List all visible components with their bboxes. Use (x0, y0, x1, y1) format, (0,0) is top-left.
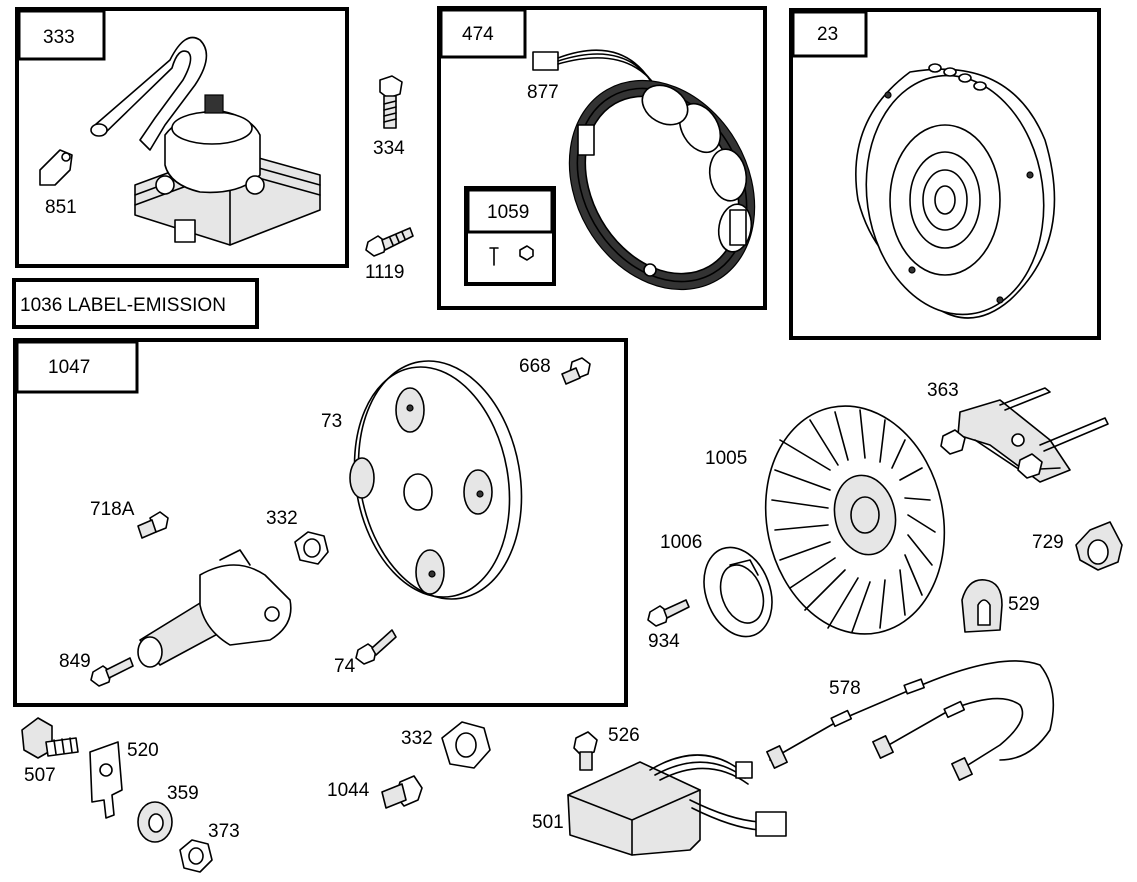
label-332a: 332 (266, 508, 298, 529)
box-1047: 1047 (13, 338, 628, 707)
label-501: 501 (532, 812, 564, 833)
label-1044: 1044 (327, 780, 370, 801)
screw-668-part (561, 357, 591, 385)
box-474: 474 (437, 6, 767, 310)
ignition-coil-part (39, 36, 321, 246)
stator-part (532, 49, 756, 291)
label-529: 529 (1008, 594, 1040, 615)
label-1005: 1005 (705, 448, 747, 469)
box-1059-label: 1059 (487, 202, 529, 223)
label-1119: 1119 (365, 262, 404, 283)
harness-578-part (766, 660, 1055, 781)
screw-74-part (355, 629, 397, 665)
washer-359-part (137, 801, 173, 843)
label-507: 507 (24, 765, 56, 786)
label-363: 363 (927, 380, 959, 401)
bracket-520-part (89, 741, 123, 819)
nut-332b-part (441, 721, 491, 769)
label-74: 74 (334, 656, 356, 677)
label-729: 729 (1032, 532, 1064, 553)
label-520: 520 (127, 740, 159, 761)
label-849: 849 (59, 651, 91, 672)
screw-849-part (90, 657, 134, 687)
label-334: 334 (373, 138, 405, 159)
terminal-507-part (21, 717, 79, 759)
label-578: 578 (829, 678, 861, 699)
clip-729-part (1075, 521, 1123, 571)
box-474-label: 474 (462, 24, 494, 45)
box-333: 333 (15, 7, 349, 268)
label-526: 526 (608, 725, 640, 746)
label-718a: 718A (90, 499, 135, 520)
label-934: 934 (648, 631, 680, 652)
flywheel-part (855, 63, 1056, 319)
label-359: 359 (167, 783, 199, 804)
screw-1119-part (365, 227, 414, 257)
box-333-label: 333 (43, 27, 75, 48)
label-668: 668 (519, 356, 551, 377)
box-1047-label: 1047 (48, 357, 90, 378)
nut-332a-part (294, 531, 329, 565)
label-1006: 1006 (660, 532, 702, 553)
label-877: 877 (527, 82, 559, 103)
box-23-label: 23 (817, 24, 838, 45)
label-332b: 332 (401, 728, 433, 749)
blower-fan-part (764, 405, 946, 635)
screw-934-part (647, 599, 690, 627)
bolt-334-part (379, 75, 403, 129)
bolt-1044-part (381, 775, 423, 809)
emission-label-text: 1036 LABEL-EMISSION (20, 295, 226, 316)
grommet-529-part (961, 579, 1003, 633)
starter-shaft-part (137, 549, 292, 668)
box-23: 23 (789, 8, 1101, 340)
label-851: 851 (45, 197, 77, 218)
starter-cup-part (349, 360, 523, 600)
box-1059: 1059 (464, 186, 556, 286)
pin-718a-part (137, 511, 169, 539)
emission-label-box: 1036 LABEL-EMISSION (12, 278, 259, 329)
nut-373-part (179, 839, 213, 873)
bracket-363-part (940, 387, 1109, 483)
label-73: 73 (321, 411, 342, 432)
screw-526-part (573, 731, 598, 771)
ring-1006-part (703, 546, 773, 638)
regulator-501-part (567, 754, 787, 856)
label-373: 373 (208, 821, 240, 842)
